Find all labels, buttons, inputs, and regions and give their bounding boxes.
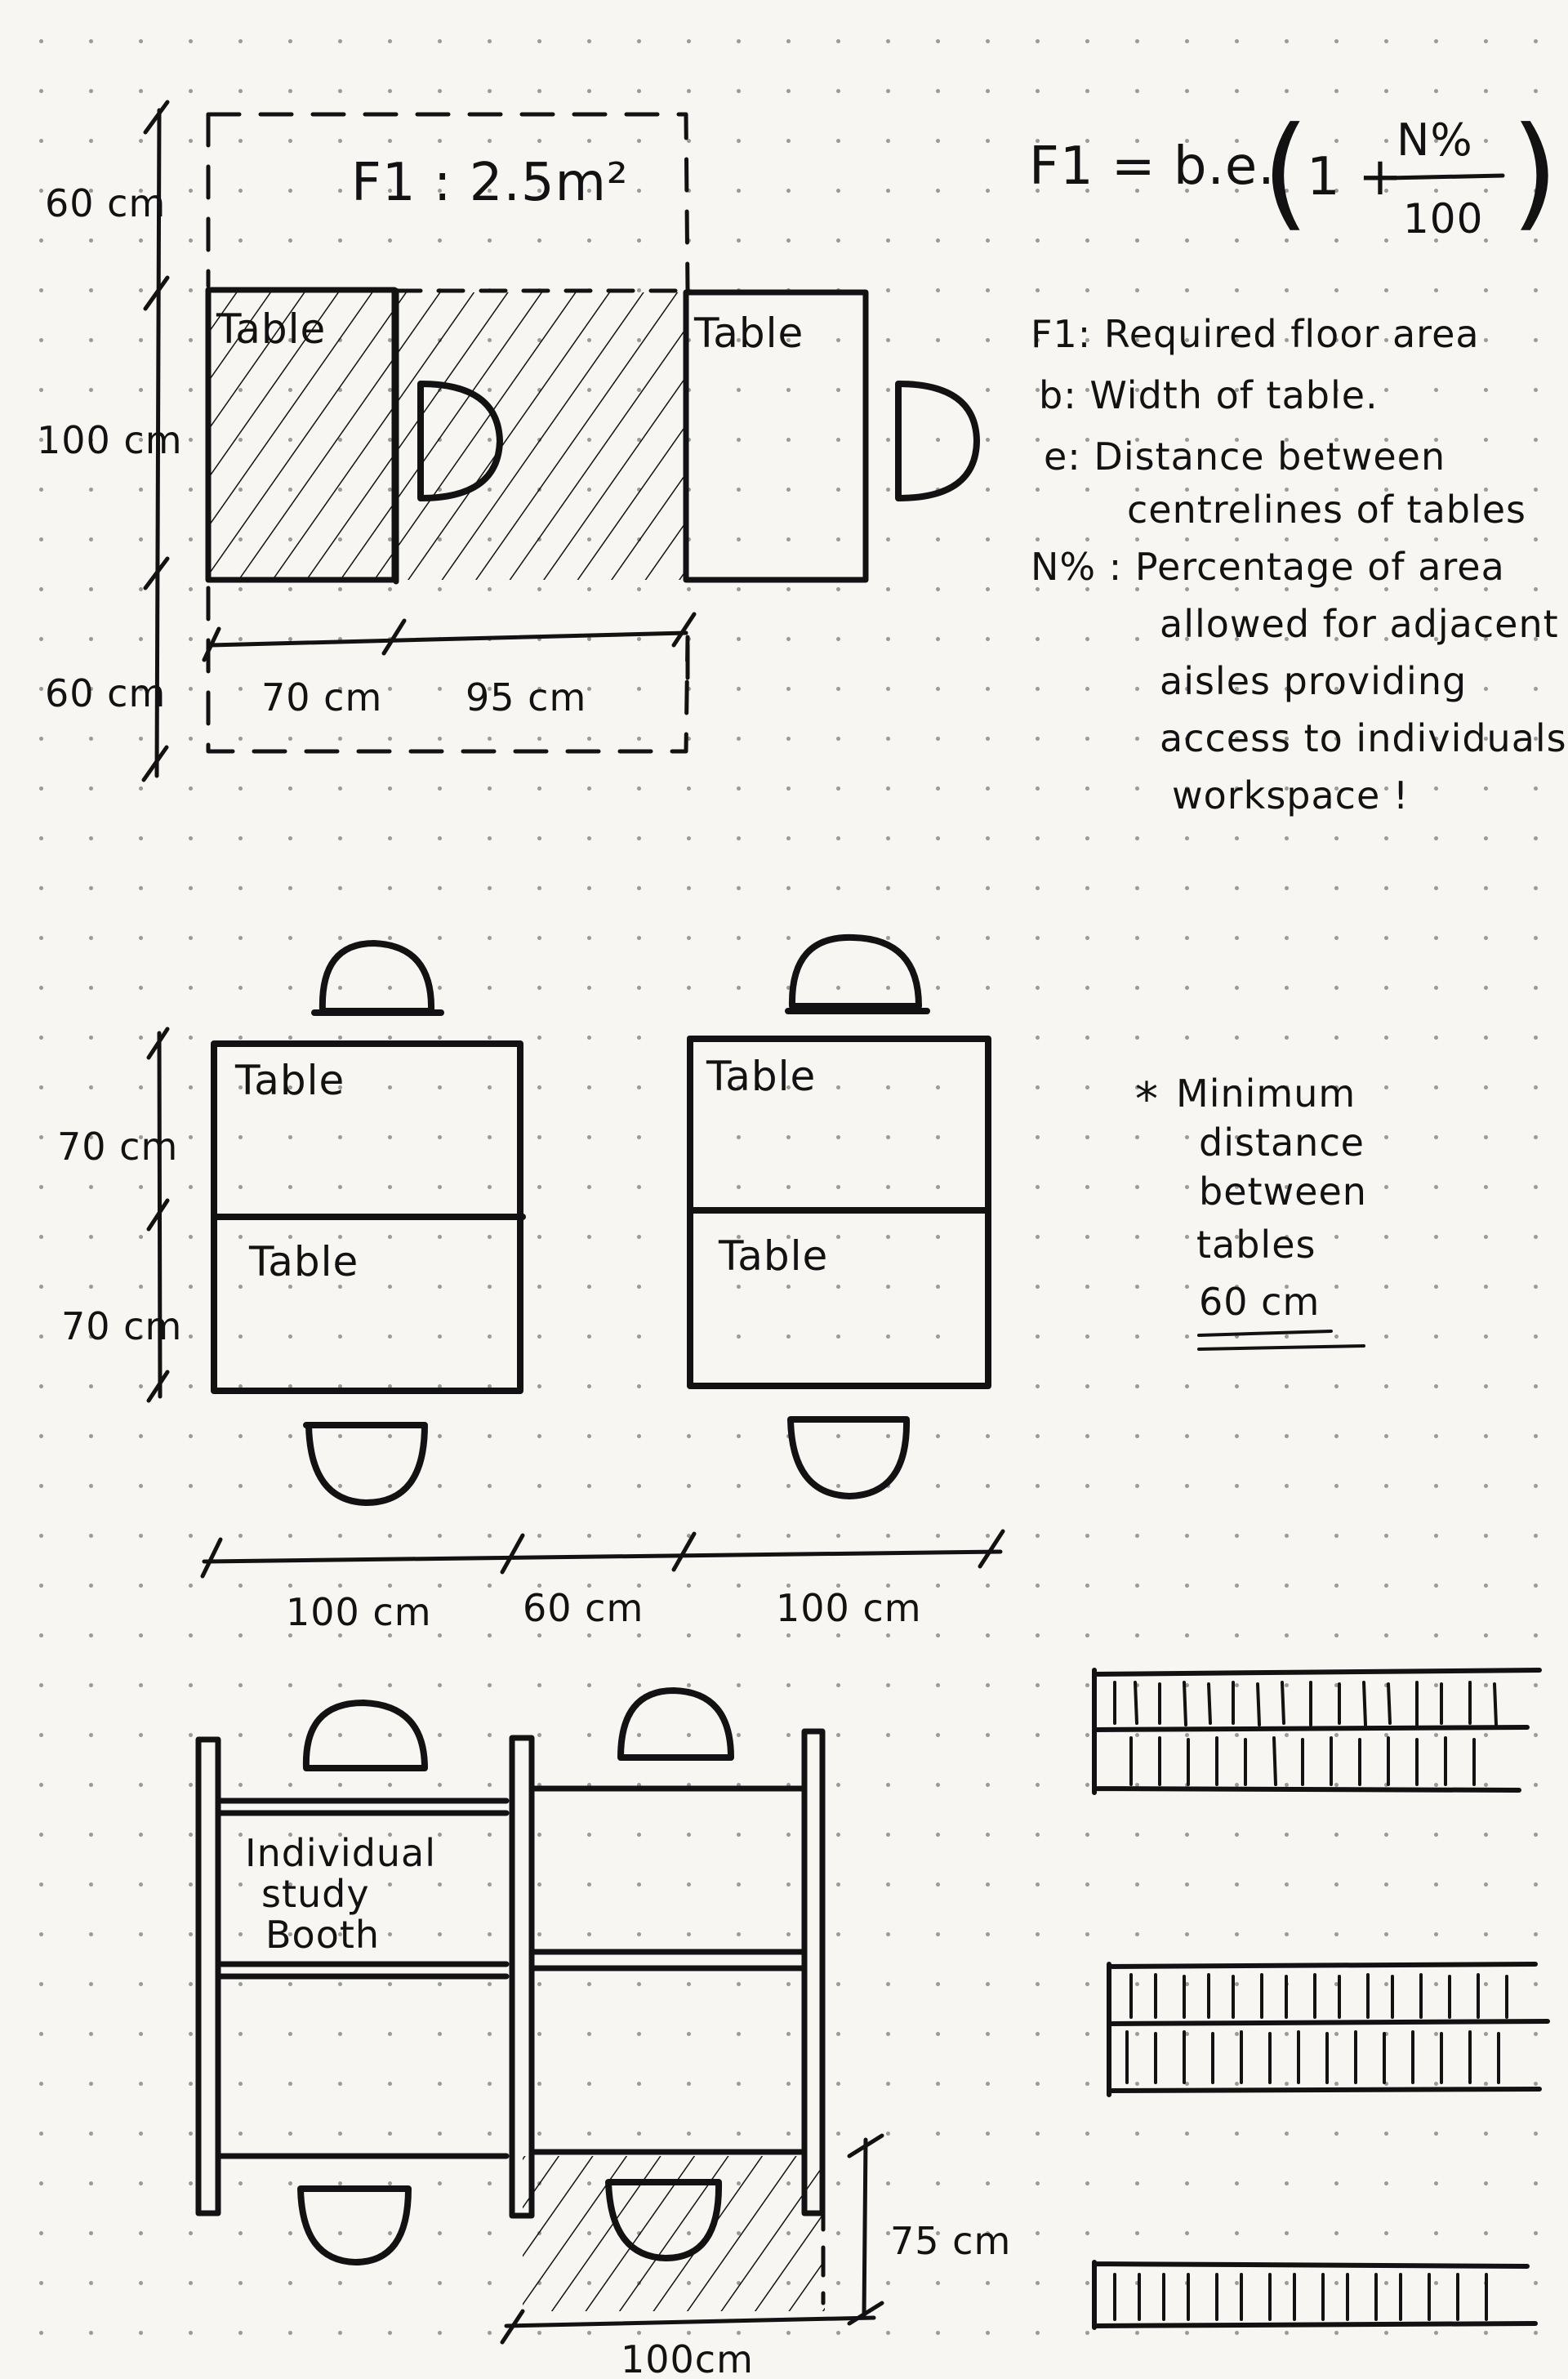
booth-label-line-1: Individual: [245, 1831, 436, 1875]
dim-label-60-mid: 60 cm: [523, 1586, 644, 1630]
formula-block: F1 = b.e. ( 1 + N% 100 ): [1029, 101, 1560, 243]
dim-line-horizontal-top: [208, 630, 688, 648]
middle-layout-diagram: Table Table Table Table 70 cm 70 cm 100 …: [57, 933, 1367, 1634]
booth-label-line-3: Booth: [265, 1913, 380, 1957]
note-line-2: distance: [1199, 1120, 1365, 1165]
dim-ticks-vertical-top: [141, 100, 170, 782]
legend-line-3: e: Distance between: [1044, 434, 1446, 479]
chair-top-2: [895, 381, 980, 501]
bookshelf-2: [1107, 1962, 1550, 2097]
note-underline: [1197, 1330, 1365, 1351]
formula-denominator: 100: [1403, 195, 1483, 243]
table-label-mid-1: Table: [234, 1057, 345, 1104]
dim-label-70-upper: 70 cm: [57, 1125, 178, 1169]
note-line-5: 60 cm: [1199, 1280, 1320, 1324]
table-label-mid-3: Table: [706, 1053, 816, 1100]
dim-label-60-top: 60 cm: [45, 181, 166, 225]
dim-label-75: 75 cm: [890, 2219, 1011, 2263]
chair-booth-top-right: [617, 1687, 734, 1761]
chair-mid-bottom-left: [303, 1422, 428, 1506]
chair-mid-bottom-right: [787, 1416, 911, 1499]
chair-mid-top-right: [788, 933, 922, 1009]
dim-label-60-bottom: 60 cm: [45, 671, 166, 715]
bottom-booth-diagram: Individual study Booth 75 cm 100cm: [195, 1687, 1011, 2379]
chair-booth-bottom-left: [297, 2185, 412, 2265]
area-dashed-outline-bottom: [206, 586, 690, 754]
top-layout-diagram: F1 : 2.5m² Table Table 60 cm 100 cm 60 c…: [37, 100, 980, 782]
dim-label-95: 95 cm: [466, 675, 586, 719]
table-right-top: [683, 289, 869, 583]
formula-legend: F1: Required floor area b: Width of tabl…: [1031, 312, 1567, 818]
booth-label-line-2: study: [261, 1872, 370, 1916]
dim-label-70: 70 cm: [261, 675, 382, 719]
formula-open-paren: (: [1262, 101, 1311, 243]
legend-line-7: aisles providing: [1160, 659, 1467, 703]
partition-left: [195, 1736, 221, 2216]
legend-line-5: N% : Percentage of area: [1031, 545, 1505, 589]
dim-label-70-lower: 70 cm: [61, 1304, 182, 1348]
booth-divider-left: [216, 1961, 510, 1980]
chair-booth-bottom-right: [605, 2179, 723, 2261]
dim-label-100-right: 100 cm: [776, 1586, 922, 1630]
table-label-mid-4: Table: [718, 1232, 828, 1280]
formula-close-paren: ): [1511, 101, 1560, 243]
dim-line-horizontal-booth: [504, 2315, 876, 2328]
dim-line-vertical-booth: [862, 2137, 868, 2318]
legend-line-4: centrelines of tables: [1127, 488, 1526, 532]
booth-desk-top-left: [216, 1798, 510, 1816]
legend-line-8: access to individuals: [1160, 716, 1567, 760]
note-line-1: Minimum: [1176, 1071, 1356, 1116]
dim-ticks-horizontal-top: [202, 612, 697, 662]
dim-ticks-vertical-mid: [146, 1027, 170, 1403]
chair-mid-top-left: [318, 940, 435, 1014]
area-label: F1 : 2.5m²: [351, 153, 629, 213]
formula-lhs: F1 = b.e.: [1029, 136, 1276, 197]
dim-ticks-horizontal-mid: [200, 1529, 1005, 1579]
area-dashed-outline-top: [206, 112, 690, 292]
bookshelf-3: [1092, 2260, 1538, 2330]
partition-right: [801, 1728, 826, 2216]
hatched-left-table: [208, 292, 394, 580]
dim-line-vertical-top: [154, 108, 162, 778]
formula-numerator: N%: [1396, 114, 1473, 166]
legend-line-1: F1: Required floor area: [1031, 312, 1480, 356]
dim-label-100-booth: 100cm: [621, 2337, 754, 2379]
formula-fraction-bar: [1386, 173, 1505, 180]
legend-line-2: b: Width of table.: [1039, 373, 1379, 417]
legend-line-6: allowed for adjacent: [1160, 602, 1559, 646]
booth-divider-right: [532, 1949, 808, 1971]
bookshelf-1: [1092, 1668, 1542, 1795]
chair-booth-top-left: [302, 1700, 428, 1771]
formula-one-plus: 1 +: [1307, 147, 1403, 207]
dim-label-100-left: 100 cm: [286, 1590, 432, 1634]
table-label-mid-2: Table: [248, 1238, 359, 1285]
dim-tick-horizontal-booth: [500, 2309, 525, 2345]
dim-label-100: 100 cm: [37, 418, 183, 462]
note-line-3: between: [1199, 1169, 1367, 1214]
partition-middle: [509, 1735, 535, 2219]
table-label-top-right: Table: [693, 310, 804, 357]
dim-line-horizontal-mid: [202, 1549, 1003, 1564]
chair-top-1: [417, 381, 503, 501]
hatched-aisle: [399, 292, 684, 580]
bookshelf-sketches: [1092, 1668, 1550, 2330]
table-label-top-left: Table: [216, 305, 326, 353]
note-line-4: tables: [1196, 1223, 1316, 1267]
note-star: *: [1135, 1073, 1159, 1126]
legend-line-9: workspace !: [1172, 773, 1409, 818]
